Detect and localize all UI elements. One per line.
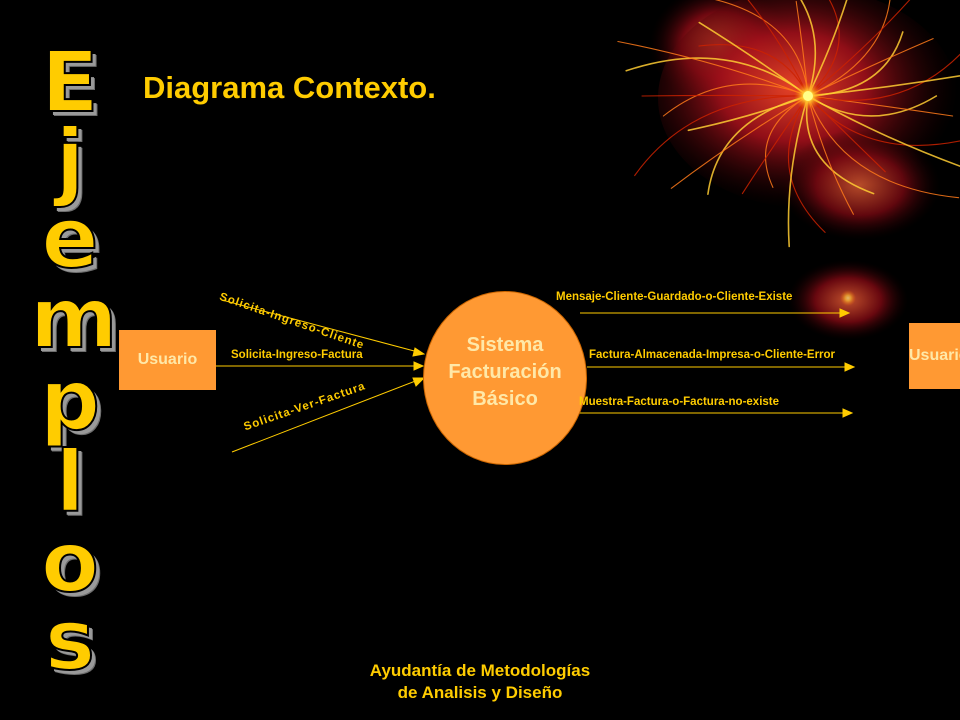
- firework-ray: [670, 95, 809, 189]
- firework-ray: [805, 95, 875, 195]
- footer: Ayudantía de Metodologías de Analisis y …: [0, 660, 960, 704]
- firework-ray: [662, 83, 809, 117]
- side-word-letter: e: [41, 189, 100, 287]
- firework-ray: [807, 0, 848, 97]
- firework-ray: [698, 44, 809, 97]
- firework-ray: [807, 95, 954, 117]
- system-label-line: Básico: [472, 387, 538, 410]
- side-word-letter: E: [40, 33, 99, 131]
- firework-ray: [807, 38, 934, 97]
- firework-ray: [807, 95, 960, 168]
- firework-ray: [807, 0, 840, 97]
- firework-ray: [807, 0, 911, 97]
- firework-ray: [787, 95, 809, 248]
- footer-line: Ayudantía de Metodologías: [369, 661, 591, 680]
- flow-label-in-factura: Solicita-Ingreso-Factura: [231, 349, 363, 361]
- arrowhead-icon: [413, 361, 425, 371]
- footer-line: de Analisis y Diseño: [397, 683, 563, 702]
- arrowhead-icon: [844, 362, 856, 372]
- flow-label-out-factura: Factura-Almacenada-Impresa-o-Cliente-Err…: [589, 349, 836, 361]
- side-word-letter: s: [44, 591, 96, 689]
- arrowhead-icon: [839, 308, 851, 318]
- firework-ray: [788, 95, 826, 233]
- firework-ray: [807, 75, 960, 97]
- side-word-letter: j: [55, 111, 86, 209]
- firework-ray: [800, 0, 816, 97]
- side-word-letter: m: [29, 269, 119, 367]
- side-word-letter: o: [40, 513, 100, 611]
- flow-arrow-in-ver: [231, 379, 419, 453]
- firework-ray: [807, 95, 854, 215]
- firework-ray: [634, 95, 809, 177]
- firework-ray: [617, 40, 809, 97]
- flow-arrow-in-cliente: [221, 299, 419, 353]
- flow-label-out-muestra: Muestra-Factura-o-Factura-no-existe: [579, 396, 780, 408]
- entity-label: Usuario: [909, 347, 960, 364]
- firework-ray: [714, 0, 809, 97]
- arrowhead-icon: [412, 377, 426, 387]
- arrowhead-icon: [842, 408, 854, 418]
- entity-label: Usuario: [137, 351, 198, 368]
- arrowhead-icon: [412, 347, 426, 357]
- firework-ray: [747, 0, 809, 97]
- system-process-circle: Sistema Facturación Básico: [423, 291, 587, 465]
- firework-ray: [641, 94, 809, 97]
- side-word-letter: p: [39, 351, 101, 449]
- firework-ray: [807, 0, 891, 97]
- firework-ray: [807, 95, 960, 199]
- firework-ray: [807, 53, 960, 101]
- side-word-letter: l: [55, 433, 86, 531]
- entity-usuario-left: Usuario: [119, 330, 216, 390]
- system-label-line: Sistema: [466, 333, 544, 356]
- system-label-line: Facturación: [448, 360, 562, 383]
- firework-ray: [765, 95, 809, 188]
- entity-usuario-right: Usuario: [909, 323, 960, 389]
- flow-label-out-mensaje: Mensaje-Cliente-Guardado-o-Cliente-Exist…: [556, 291, 793, 303]
- slide-title: Diagrama Contexto.: [143, 70, 436, 105]
